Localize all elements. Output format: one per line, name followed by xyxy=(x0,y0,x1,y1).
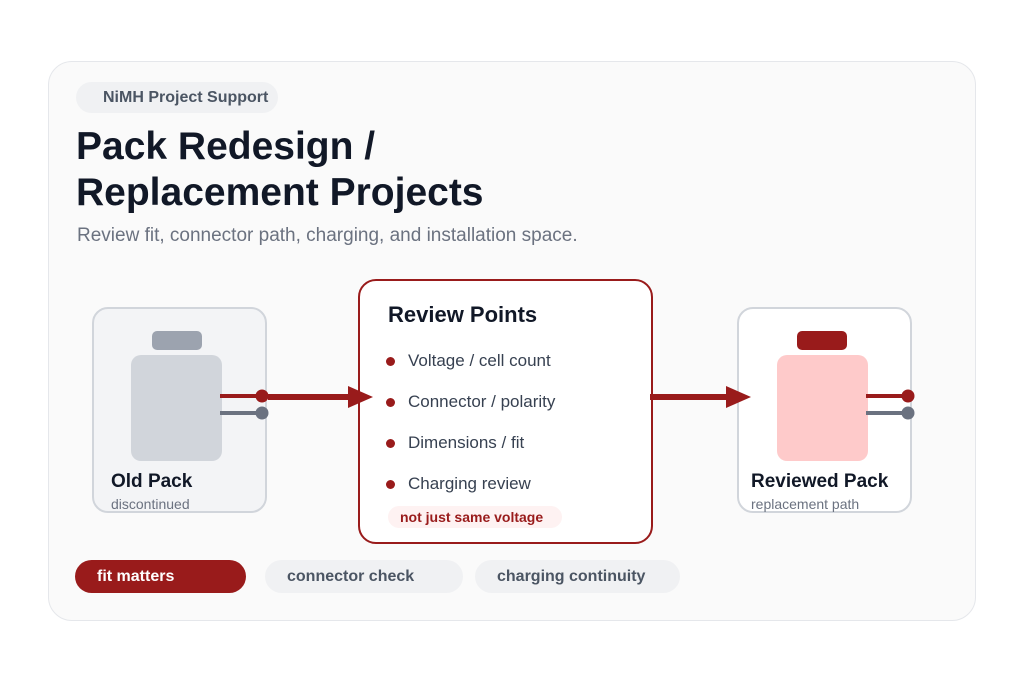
review-item-voltage: Voltage / cell count xyxy=(386,351,551,371)
bullet-icon xyxy=(386,479,395,489)
reviewed-pack-status: replacement path xyxy=(751,496,860,512)
old-pack-label: Old Pack xyxy=(111,471,193,492)
review-item-label: Connector / polarity xyxy=(408,392,556,411)
review-item-label: Dimensions / fit xyxy=(408,433,525,452)
review-item-charging: Charging review xyxy=(386,474,531,494)
review-points-title: Review Points xyxy=(388,302,538,327)
bullet-icon xyxy=(386,438,395,448)
chip-charging-continuity[interactable]: charging continuity xyxy=(475,560,680,593)
old-battery-cap-icon xyxy=(152,331,202,350)
old-battery-icon xyxy=(131,355,222,461)
review-item-connector: Connector / polarity xyxy=(386,392,555,412)
chip-fit-matters[interactable]: fit matters xyxy=(75,560,246,593)
new-battery-icon xyxy=(777,355,868,461)
bullet-icon xyxy=(386,356,395,366)
new-battery-cap-icon xyxy=(797,331,847,350)
bullet-icon xyxy=(386,397,395,407)
review-item-dimensions: Dimensions / fit xyxy=(386,433,524,453)
reviewed-pack-label: Reviewed Pack xyxy=(751,471,889,492)
review-points-card xyxy=(358,279,653,544)
title-line-1: Pack Redesign / xyxy=(76,125,376,168)
note-badge: not just same voltage xyxy=(388,506,562,528)
title-line-2: Replacement Projects xyxy=(76,171,484,214)
page-title: Pack Redesign / Replacement Projects xyxy=(76,124,776,216)
category-badge: NiMH Project Support xyxy=(76,82,278,113)
chip-connector-check[interactable]: connector check xyxy=(265,560,463,593)
page-subtitle: Review fit, connector path, charging, an… xyxy=(77,225,578,246)
old-pack-status: discontinued xyxy=(111,496,190,512)
review-item-label: Charging review xyxy=(408,474,531,493)
review-item-label: Voltage / cell count xyxy=(408,351,551,370)
